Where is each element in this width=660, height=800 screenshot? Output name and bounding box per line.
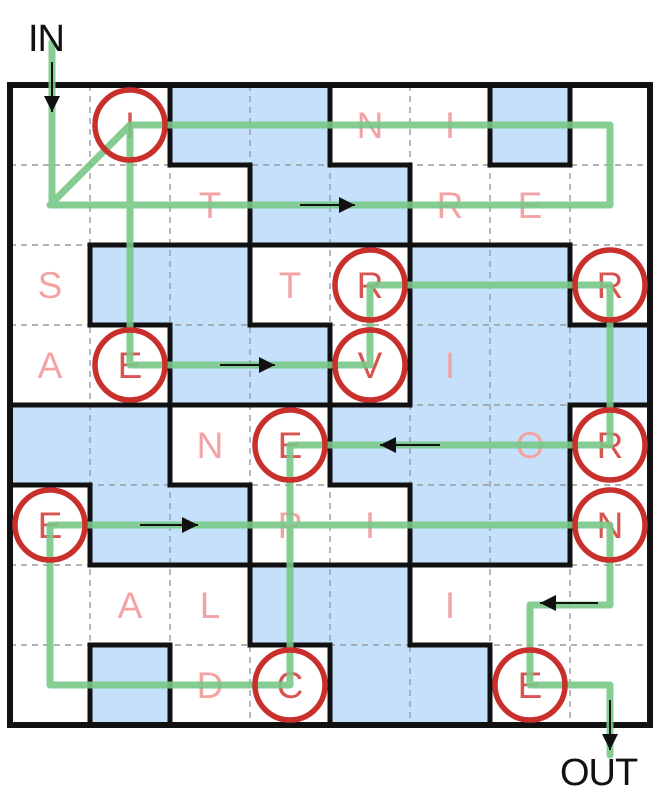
shaded-cell [90, 405, 170, 485]
arrow-head [182, 517, 198, 533]
board-border [7, 82, 653, 728]
letter-circle [12, 487, 88, 563]
entry-label: IN [28, 18, 65, 60]
cell-letter: T [279, 265, 302, 306]
letter-circle [572, 407, 648, 483]
arrow-head [259, 357, 275, 373]
shaded-cell [410, 645, 490, 725]
arrow-head [380, 437, 396, 453]
letter-circle [332, 327, 408, 403]
arrow-head [339, 197, 355, 213]
letter-circle [92, 327, 168, 403]
cell-letter: N [197, 425, 224, 466]
letter-circle [252, 407, 328, 483]
letter-circle [572, 487, 648, 563]
letter-circle [252, 647, 328, 723]
letter-circle [92, 87, 168, 163]
cell-letter: I [445, 345, 455, 386]
shaded-cell [10, 405, 90, 485]
letter-circle [572, 247, 648, 323]
cell-letter: A [38, 345, 63, 386]
exit-label: OUT [560, 752, 638, 794]
shaded-cell [490, 325, 570, 405]
shaded-cell [410, 325, 490, 405]
shaded-cell [170, 245, 250, 325]
letter-circle [332, 247, 408, 323]
arrow-head [540, 595, 556, 611]
cell-letter: L [200, 585, 221, 626]
arrow-head [602, 734, 618, 750]
arrow-head [44, 96, 60, 112]
shaded-cell [330, 565, 410, 645]
cell-letter: I [445, 585, 455, 626]
shaded-cell [330, 645, 410, 725]
cell-letter: A [118, 585, 143, 626]
letter-circle [492, 647, 568, 723]
cell-letter: S [38, 265, 63, 306]
